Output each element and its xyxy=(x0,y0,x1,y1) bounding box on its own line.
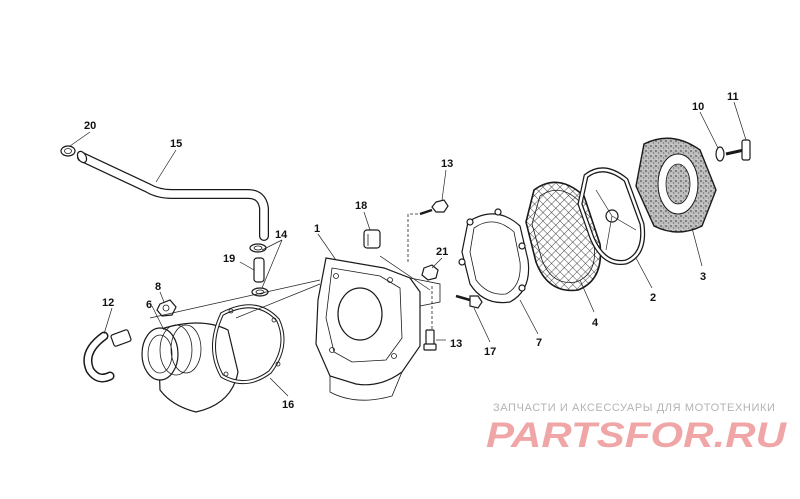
callout-21: 21 xyxy=(436,246,448,258)
part-8-nut xyxy=(156,299,177,317)
part-10-washer xyxy=(715,146,725,162)
watermark-logo: PARTSFOR.RU xyxy=(486,416,787,454)
callout-12: 12 xyxy=(102,297,114,309)
part-16-gasket xyxy=(212,304,285,384)
part-2-support-frame xyxy=(577,167,646,265)
callout-6: 6 xyxy=(146,299,152,311)
part-11-wing-bolt xyxy=(725,139,751,161)
part-12-clamp-band xyxy=(83,329,132,383)
leader-lines xyxy=(69,101,747,397)
callout-8: 8 xyxy=(155,281,161,293)
callout-17: 17 xyxy=(484,346,496,358)
callout-20: 20 xyxy=(84,120,96,132)
part-20-clamp xyxy=(60,145,76,157)
part-21-nut xyxy=(421,264,439,281)
callout-2: 2 xyxy=(650,292,656,304)
part-19-hose-connector xyxy=(253,257,265,283)
callout-10: 10 xyxy=(692,101,704,113)
part-13-screw-lower xyxy=(423,329,437,351)
callout-15: 15 xyxy=(170,138,182,150)
watermark-caption: ЗАПЧАСТИ И АКСЕССУАРЫ ДЛЯ МОТОТЕХНИКИ xyxy=(493,402,776,414)
callout-13-upper: 13 xyxy=(441,158,453,170)
part-15-breather-hose xyxy=(76,150,269,241)
part-13-screw-upper xyxy=(419,199,449,216)
callout-16: 16 xyxy=(282,399,294,411)
part-6-intake-sleeve xyxy=(141,322,239,413)
callout-14: 14 xyxy=(275,229,288,241)
part-7-filter-frame xyxy=(458,208,530,304)
callout-3: 3 xyxy=(700,271,706,283)
callout-18: 18 xyxy=(355,200,367,212)
part-17-screw xyxy=(455,294,483,309)
callout-19: 19 xyxy=(223,253,235,265)
callout-11: 11 xyxy=(727,91,739,103)
watermark-logo-text: PARTSFOR.RU xyxy=(486,416,787,454)
callout-1: 1 xyxy=(314,223,320,235)
callout-13-lower: 13 xyxy=(450,338,462,350)
callout-4: 4 xyxy=(592,317,599,329)
callout-labels: 20 15 14 19 1 18 13 21 13 17 7 4 2 3 10 … xyxy=(84,91,739,411)
part-18-clip xyxy=(363,229,381,249)
part-1-airbox-body xyxy=(315,257,441,401)
part-3-foam-filter xyxy=(635,137,717,233)
callout-7: 7 xyxy=(536,337,542,349)
